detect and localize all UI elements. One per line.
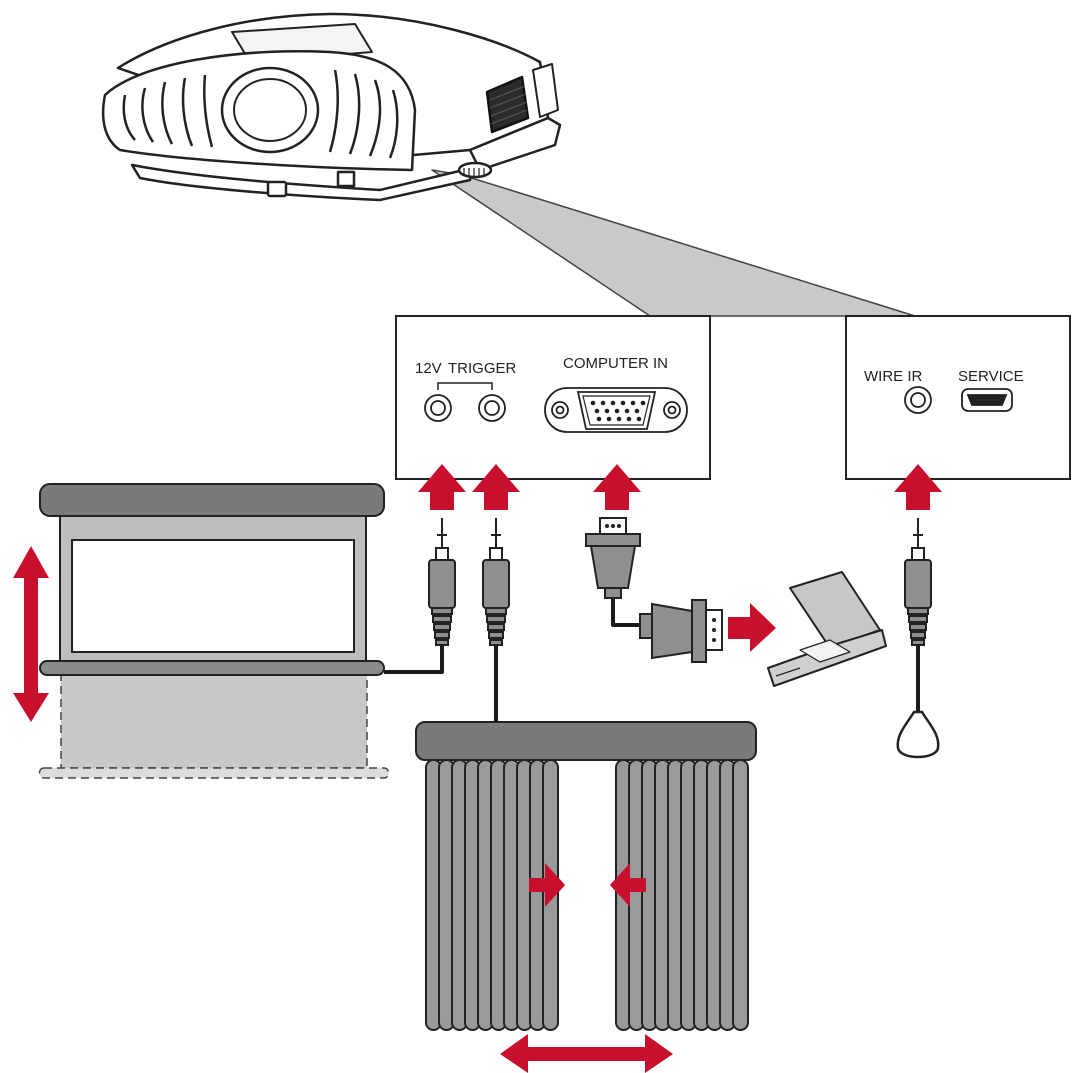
trigger-jack-1-icon [424,394,452,422]
curtain-arrows-overlay [529,863,646,907]
audio-jack-plug-1-icon [428,518,456,646]
vga-connector-icon [585,517,723,663]
trigger-jack-2-icon [478,394,506,422]
arrow-up-3-icon [593,464,641,510]
wire-ir-label: WIRE IR [864,368,922,385]
trigger-bracket [437,382,493,390]
curtain-arrow-left-overlay-icon [610,863,646,907]
audio-jack-plug-2-icon [482,518,510,646]
screen-extended-area [60,673,368,769]
arrow-up-1-icon [418,464,466,510]
curtain-arrow-right-overlay-icon [529,863,565,907]
wire-ir-jack-icon [904,386,932,414]
curtain-leftright-arrow-icon [500,1034,673,1073]
vga-port-icon [544,387,688,433]
projector-icon [101,12,916,317]
trigger-label: TRIGGER [448,360,517,377]
service-label: SERVICE [958,368,1024,385]
curtain-icon [415,721,757,1031]
computer-in-label: COMPUTER IN [563,355,668,372]
projection-beam [431,169,916,317]
connector-panel-right: WIRE IR SERVICE [845,315,1071,480]
connector-panel-left: 12V TRIGGER COMPUTER IN [395,315,711,480]
arrow-up-2-icon [472,464,520,510]
mini-usb-port-icon [961,388,1013,412]
laptop-icon [767,571,887,687]
ir-sensor-icon [896,710,940,759]
cables [384,597,920,722]
motorized-screen-icon [38,483,390,779]
arrow-right-laptop-icon [728,603,776,652]
trigger-12v-label: 12V [415,360,442,377]
arrow-up-4-icon [894,464,942,510]
screen-updown-arrow-icon [13,546,49,722]
wire-ir-plug-icon [904,518,932,646]
